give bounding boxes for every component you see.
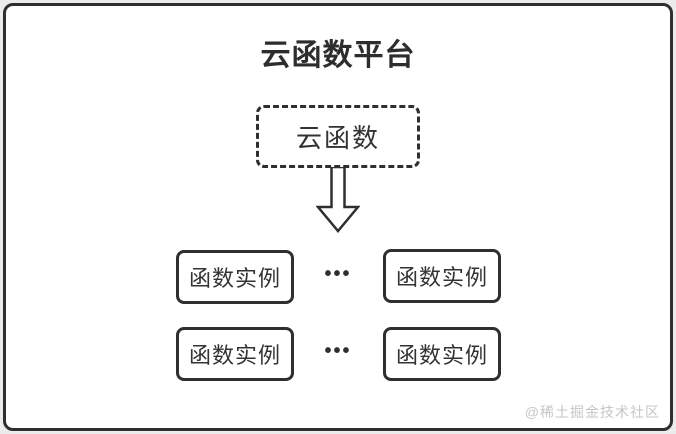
ellipsis-dots: ••• <box>324 263 352 285</box>
function-instance-node: 函数实例 <box>176 327 294 381</box>
ellipsis-dots: ••• <box>324 340 352 362</box>
down-arrow-icon <box>316 167 360 233</box>
watermark: @稀土掘金技术社区 <box>524 404 660 420</box>
function-instance-node: 函数实例 <box>176 250 294 304</box>
cloud-function-node: 云函数 <box>256 105 420 168</box>
function-instance-node: 函数实例 <box>383 249 501 303</box>
function-instance-node: 函数实例 <box>383 327 501 381</box>
diagram-title: 云函数平台 <box>260 39 416 72</box>
